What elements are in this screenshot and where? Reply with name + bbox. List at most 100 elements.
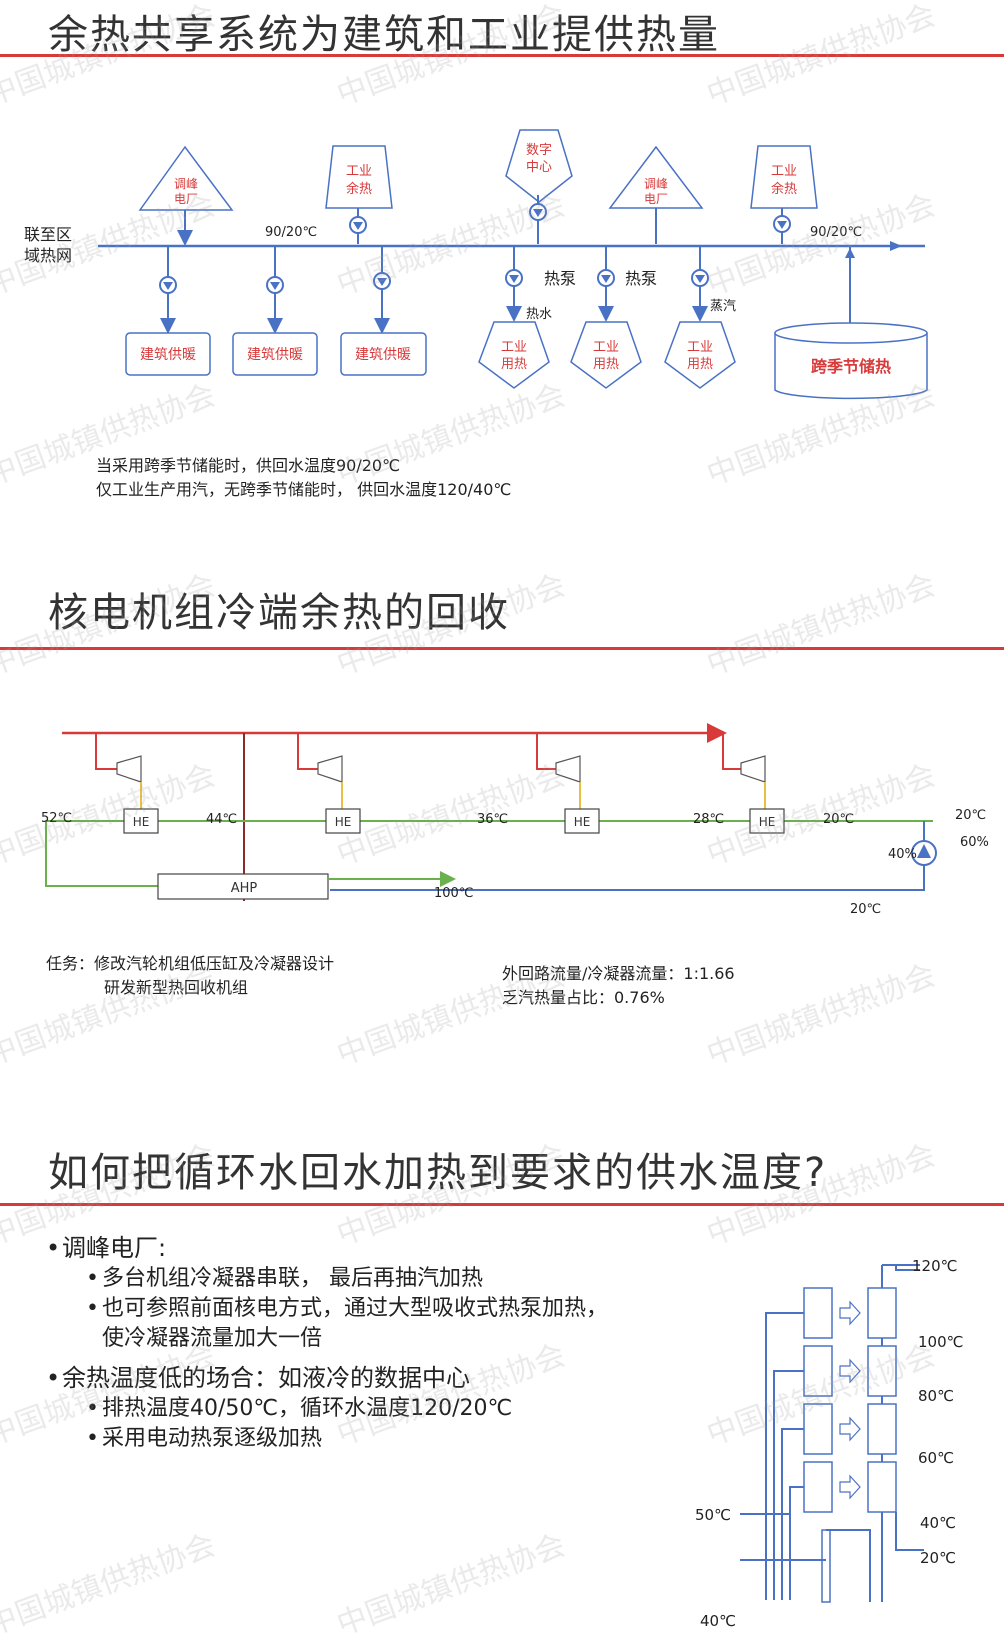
- source-label: 调峰: [644, 177, 668, 191]
- ratio-line: 乏汽热量占比：0.76%: [502, 988, 665, 1007]
- bullet-item: •调峰电厂:: [46, 1234, 167, 1262]
- heat-pump-stage: [867, 1461, 897, 1513]
- industry-label: 用热: [593, 357, 619, 372]
- industrial-waste-heat-source: [750, 145, 818, 209]
- temp-label: 20℃: [823, 812, 854, 827]
- industry-label: 工业: [687, 340, 713, 355]
- temp-label: 20℃: [850, 902, 881, 917]
- sub-bullet-item: •多台机组冷凝器串联， 最后再抽汽加热: [86, 1266, 483, 1291]
- industry-label: 用热: [687, 357, 713, 372]
- source-label: 电厂: [644, 192, 668, 206]
- bullet-text: 也可参照前面核电方式，通过大型吸收式热泵加热，: [102, 1296, 609, 1321]
- source-pipe: [765, 1312, 804, 1600]
- temp-label: 44℃: [206, 812, 237, 827]
- bullet-text: 调峰电厂:: [62, 1234, 167, 1262]
- bullet-text: 多台机组冷凝器串联， 最后再抽汽加热: [102, 1266, 483, 1291]
- building-heating-box: [232, 332, 318, 376]
- sub-bullet-item: •也可参照前面核电方式，通过大型吸收式热泵加热，: [86, 1296, 609, 1321]
- heat-transfer-arrow: [839, 1300, 861, 1326]
- industry-label: 工业: [501, 340, 527, 355]
- source-label: 工业: [771, 164, 797, 179]
- temp-label: 20℃: [955, 808, 986, 823]
- slide-waste-heat-sharing: 余热共享系统为建筑和工业提供热量 调峰 电厂 工业 余热 数字 中心 调峰 电: [0, 0, 1004, 540]
- turbine-icon: [116, 755, 142, 783]
- industrial-use-pentagon: [478, 321, 550, 389]
- ahp-label: AHP: [231, 881, 258, 896]
- temp-label: 50℃: [695, 1506, 731, 1524]
- grid-label: 域热网: [24, 246, 72, 265]
- sub-bullet-item: •采用电动热泵逐级加热: [86, 1426, 323, 1451]
- heat-pump-stage: [867, 1345, 897, 1397]
- he-label: HE: [759, 815, 776, 829]
- industry-label: 用热: [501, 357, 527, 372]
- temp-label: 20℃: [920, 1549, 956, 1567]
- temp-label: 28℃: [693, 812, 724, 827]
- temp-label: 100℃: [918, 1333, 963, 1351]
- temp-label: 36℃: [477, 812, 508, 827]
- heat-transfer-arrow: [839, 1474, 861, 1500]
- hot-water-label: 热水: [526, 307, 552, 322]
- source-label: 中心: [526, 160, 552, 175]
- grid-label: 联至区: [24, 225, 72, 244]
- industry-label: 工业: [593, 340, 619, 355]
- industrial-use-pentagon: [570, 321, 642, 389]
- bullet-text: 使冷凝器流量加大一倍: [102, 1326, 323, 1351]
- building-heating-box: [125, 332, 211, 376]
- bullet-text: 余热温度低的场合：如液冷的数据中心: [62, 1364, 470, 1392]
- bullet-text: 采用电动热泵逐级加热: [102, 1426, 323, 1451]
- sub-bullet-item: •排热温度40/50℃，循环水温度120/20℃: [86, 1396, 513, 1421]
- cooling-water-loop: [45, 820, 924, 887]
- flow-share-label: 40%: [888, 847, 917, 862]
- he-label: HE: [335, 815, 352, 829]
- evaporator-stage: [803, 1287, 833, 1339]
- title-rule: [0, 647, 1004, 650]
- data-center-source: [505, 129, 573, 203]
- absorption-heat-pump: [157, 873, 329, 900]
- temp-label: 80℃: [918, 1387, 954, 1405]
- slide-title: 核电机组冷端余热的回收: [48, 590, 510, 636]
- note-line: 仅工业生产用汽，无跨季节储能时， 供回水温度120/40℃: [96, 480, 512, 499]
- building-heating-label: 建筑供暖: [140, 347, 196, 363]
- heat-exchanger: [123, 808, 159, 834]
- building-heating-label: 建筑供暖: [355, 347, 411, 363]
- title-rule: [0, 54, 1004, 57]
- slide-nuclear-cold-end: 核电机组冷端余热的回收: [0, 560, 1004, 1060]
- source-label: 余热: [771, 181, 797, 197]
- task-line: 任务：修改汽轮机组低压缸及冷凝器设计: [46, 954, 335, 973]
- slide-title: 如何把循环水回水加热到要求的供水温度?: [48, 1150, 828, 1196]
- task-line: 研发新型热回收机组: [104, 978, 249, 997]
- temp-label: 120℃: [912, 1257, 957, 1275]
- heat-exchanger: [564, 808, 600, 834]
- bullet-list: •调峰电厂: •多台机组冷凝器串联， 最后再抽汽加热 •也可参照前面核电方式，通…: [46, 1228, 608, 1454]
- evaporator-stage: [803, 1345, 833, 1397]
- evaporator-stage: [803, 1461, 833, 1513]
- ratio-line: 外回路流量/冷凝器流量：1:1.66: [502, 964, 735, 983]
- sub-bullet-continuation: 使冷凝器流量加大一倍: [102, 1324, 608, 1354]
- source-label: 工业: [346, 164, 372, 179]
- heat-pump-label: 热泵: [625, 269, 657, 288]
- flow-share-label: 60%: [960, 835, 989, 850]
- turbine-icon: [740, 755, 766, 783]
- seasonal-storage-tank: [774, 333, 928, 400]
- heat-transfer-arrow: [839, 1358, 861, 1384]
- temp-label: 100℃: [434, 886, 473, 901]
- nuclear-recovery-diagram: HE HE HE HE AHP 52℃ 44℃ 36℃ 28℃ 20℃ 20℃ …: [41, 723, 989, 917]
- storage-label: 跨季节储热: [811, 357, 891, 376]
- heat-transfer-arrow: [839, 1416, 861, 1442]
- heat-pump-stage: [867, 1287, 897, 1339]
- temp-label: 40℃: [700, 1612, 736, 1630]
- industrial-waste-heat-source: [325, 145, 393, 209]
- heat-pump-label: 热泵: [544, 269, 576, 288]
- evaporator-stage: [803, 1403, 833, 1455]
- title-rule: [0, 1203, 1004, 1206]
- he-label: HE: [133, 815, 150, 829]
- slide-heating-return-water: 如何把循环水回水加热到要求的供水温度? •调峰电厂: •多台机组冷凝器串联， 最…: [0, 1130, 1004, 1632]
- industrial-use-pentagon: [664, 321, 736, 389]
- turbine-icon: [555, 755, 581, 783]
- source-label: 余热: [346, 181, 372, 197]
- heat-exchanger: [325, 808, 361, 834]
- heat-sharing-diagram: 调峰 电厂 工业 余热 数字 中心 调峰 电厂 工业 余热: [24, 129, 928, 400]
- source-label: 调峰: [174, 177, 198, 191]
- bullet-item: •余热温度低的场合：如液冷的数据中心: [46, 1364, 470, 1392]
- supply-temp-label: 90/20℃: [810, 225, 862, 240]
